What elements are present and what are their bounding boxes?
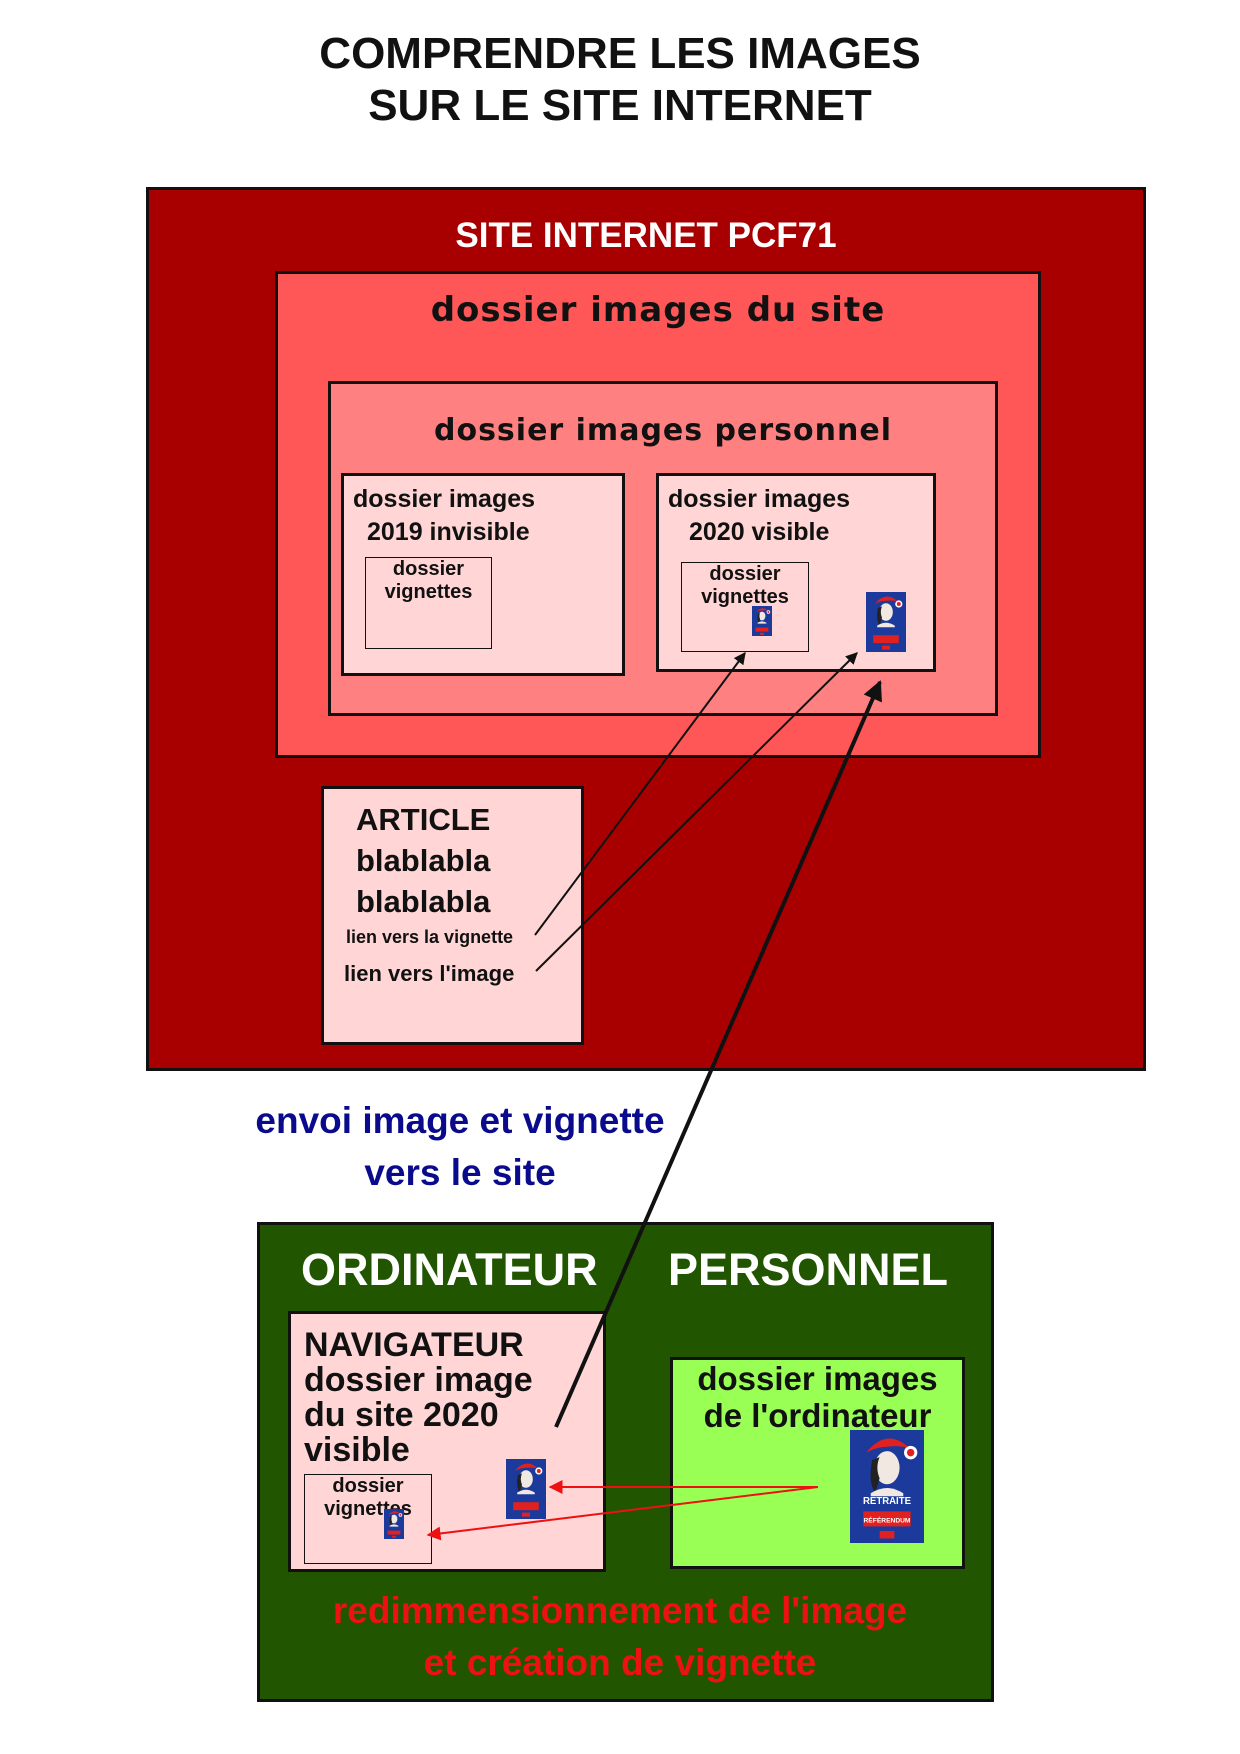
article-text-1: blablabla [356, 843, 491, 878]
poster-image-site-thumb [752, 606, 772, 636]
computer-title-left: ORDINATEUR [301, 1244, 598, 1295]
poster-art [752, 606, 772, 636]
thumbnails-label-line1: dossier [392, 558, 465, 580]
article-title: ARTICLE [356, 802, 491, 837]
resize-label: redimmensionnement de l'image et créatio… [280, 1585, 960, 1689]
local-folder-line1: dossier images [697, 1360, 938, 1397]
svg-text:RÉFÉRENDUM: RÉFÉRENDUM [864, 1516, 911, 1525]
thumbnails-label-line1: dossier [332, 1475, 404, 1497]
folder-2019-label-line2: 2019 invisible [367, 518, 530, 546]
folder-2020-thumbnails: dossier vignettes [681, 562, 809, 652]
page-title-line2: SUR LE SITE INTERNET [368, 81, 872, 130]
folder-2019 [341, 473, 625, 676]
browser-label-line4: visible [304, 1431, 410, 1469]
arrow-resize-thumbnail [426, 1486, 819, 1541]
arrow-upload [554, 680, 882, 1428]
thumbnails-label-line1: dossier [709, 563, 781, 585]
article-text-2: blablabla [356, 884, 491, 919]
page-title-line1: COMPRENDRE LES IMAGES [319, 29, 921, 78]
upload-label: envoi image et vignette vers le site [200, 1095, 720, 1199]
upload-label-line1: envoi image et vignette [255, 1100, 665, 1141]
poster-art [384, 1509, 404, 1539]
folder-2020-label-line2: 2020 visible [689, 518, 830, 546]
poster-image-site-full [866, 592, 906, 652]
resize-label-line2: et création de vignette [423, 1642, 817, 1683]
browser-label-line2: dossier image [304, 1361, 533, 1399]
article-link-thumbnail: lien vers la vignette [346, 927, 514, 947]
folder-2019-label-line1: dossier images [353, 485, 536, 513]
website-label: SITE INTERNET PCF71 [455, 216, 837, 255]
folder-2019-thumbnails: dossier vignettes [365, 557, 492, 649]
resize-label-line1: redimmensionnement de l'image [332, 1590, 908, 1631]
poster-image-browser-full [506, 1459, 546, 1519]
arrow-link-image [535, 652, 858, 972]
site-images-folder-label: dossier images du site [430, 290, 886, 330]
poster-image-local: RETRAITE RÉFÉRENDUM [850, 1430, 924, 1543]
personal-images-folder-label: dossier images personnel [433, 413, 892, 448]
poster-art [506, 1459, 546, 1519]
page-title: COMPRENDRE LES IMAGES SUR LE SITE INTERN… [0, 28, 1240, 132]
local-folder-line2: de l'ordinateur [703, 1397, 932, 1434]
poster-art [866, 592, 906, 652]
folder-2020-label-line1: dossier images [668, 485, 851, 513]
thumbnails-label-line2: vignettes [701, 586, 789, 608]
article-link-image: lien vers l'image [344, 961, 515, 986]
computer-title-right: PERSONNEL [668, 1244, 949, 1295]
browser-thumbnails: dossier vignettes [304, 1474, 432, 1564]
poster-art: RETRAITE RÉFÉRENDUM [850, 1430, 924, 1543]
browser-label-line1: NAVIGATEUR [304, 1326, 524, 1364]
local-images-folder-label: dossier images de l'ordinateur [670, 1360, 965, 1434]
poster-image-browser-thumb [384, 1509, 404, 1539]
thumbnails-label-line2: vignettes [384, 581, 473, 603]
article-box [321, 786, 584, 1045]
browser-label-line3: du site 2020 [304, 1396, 499, 1434]
arrow-link-thumbnail [534, 652, 746, 936]
browser-label: NAVIGATEUR dossier image du site 2020 vi… [304, 1328, 533, 1468]
svg-text:RETRAITE: RETRAITE [863, 1496, 912, 1507]
upload-label-line2: vers le site [364, 1152, 556, 1193]
